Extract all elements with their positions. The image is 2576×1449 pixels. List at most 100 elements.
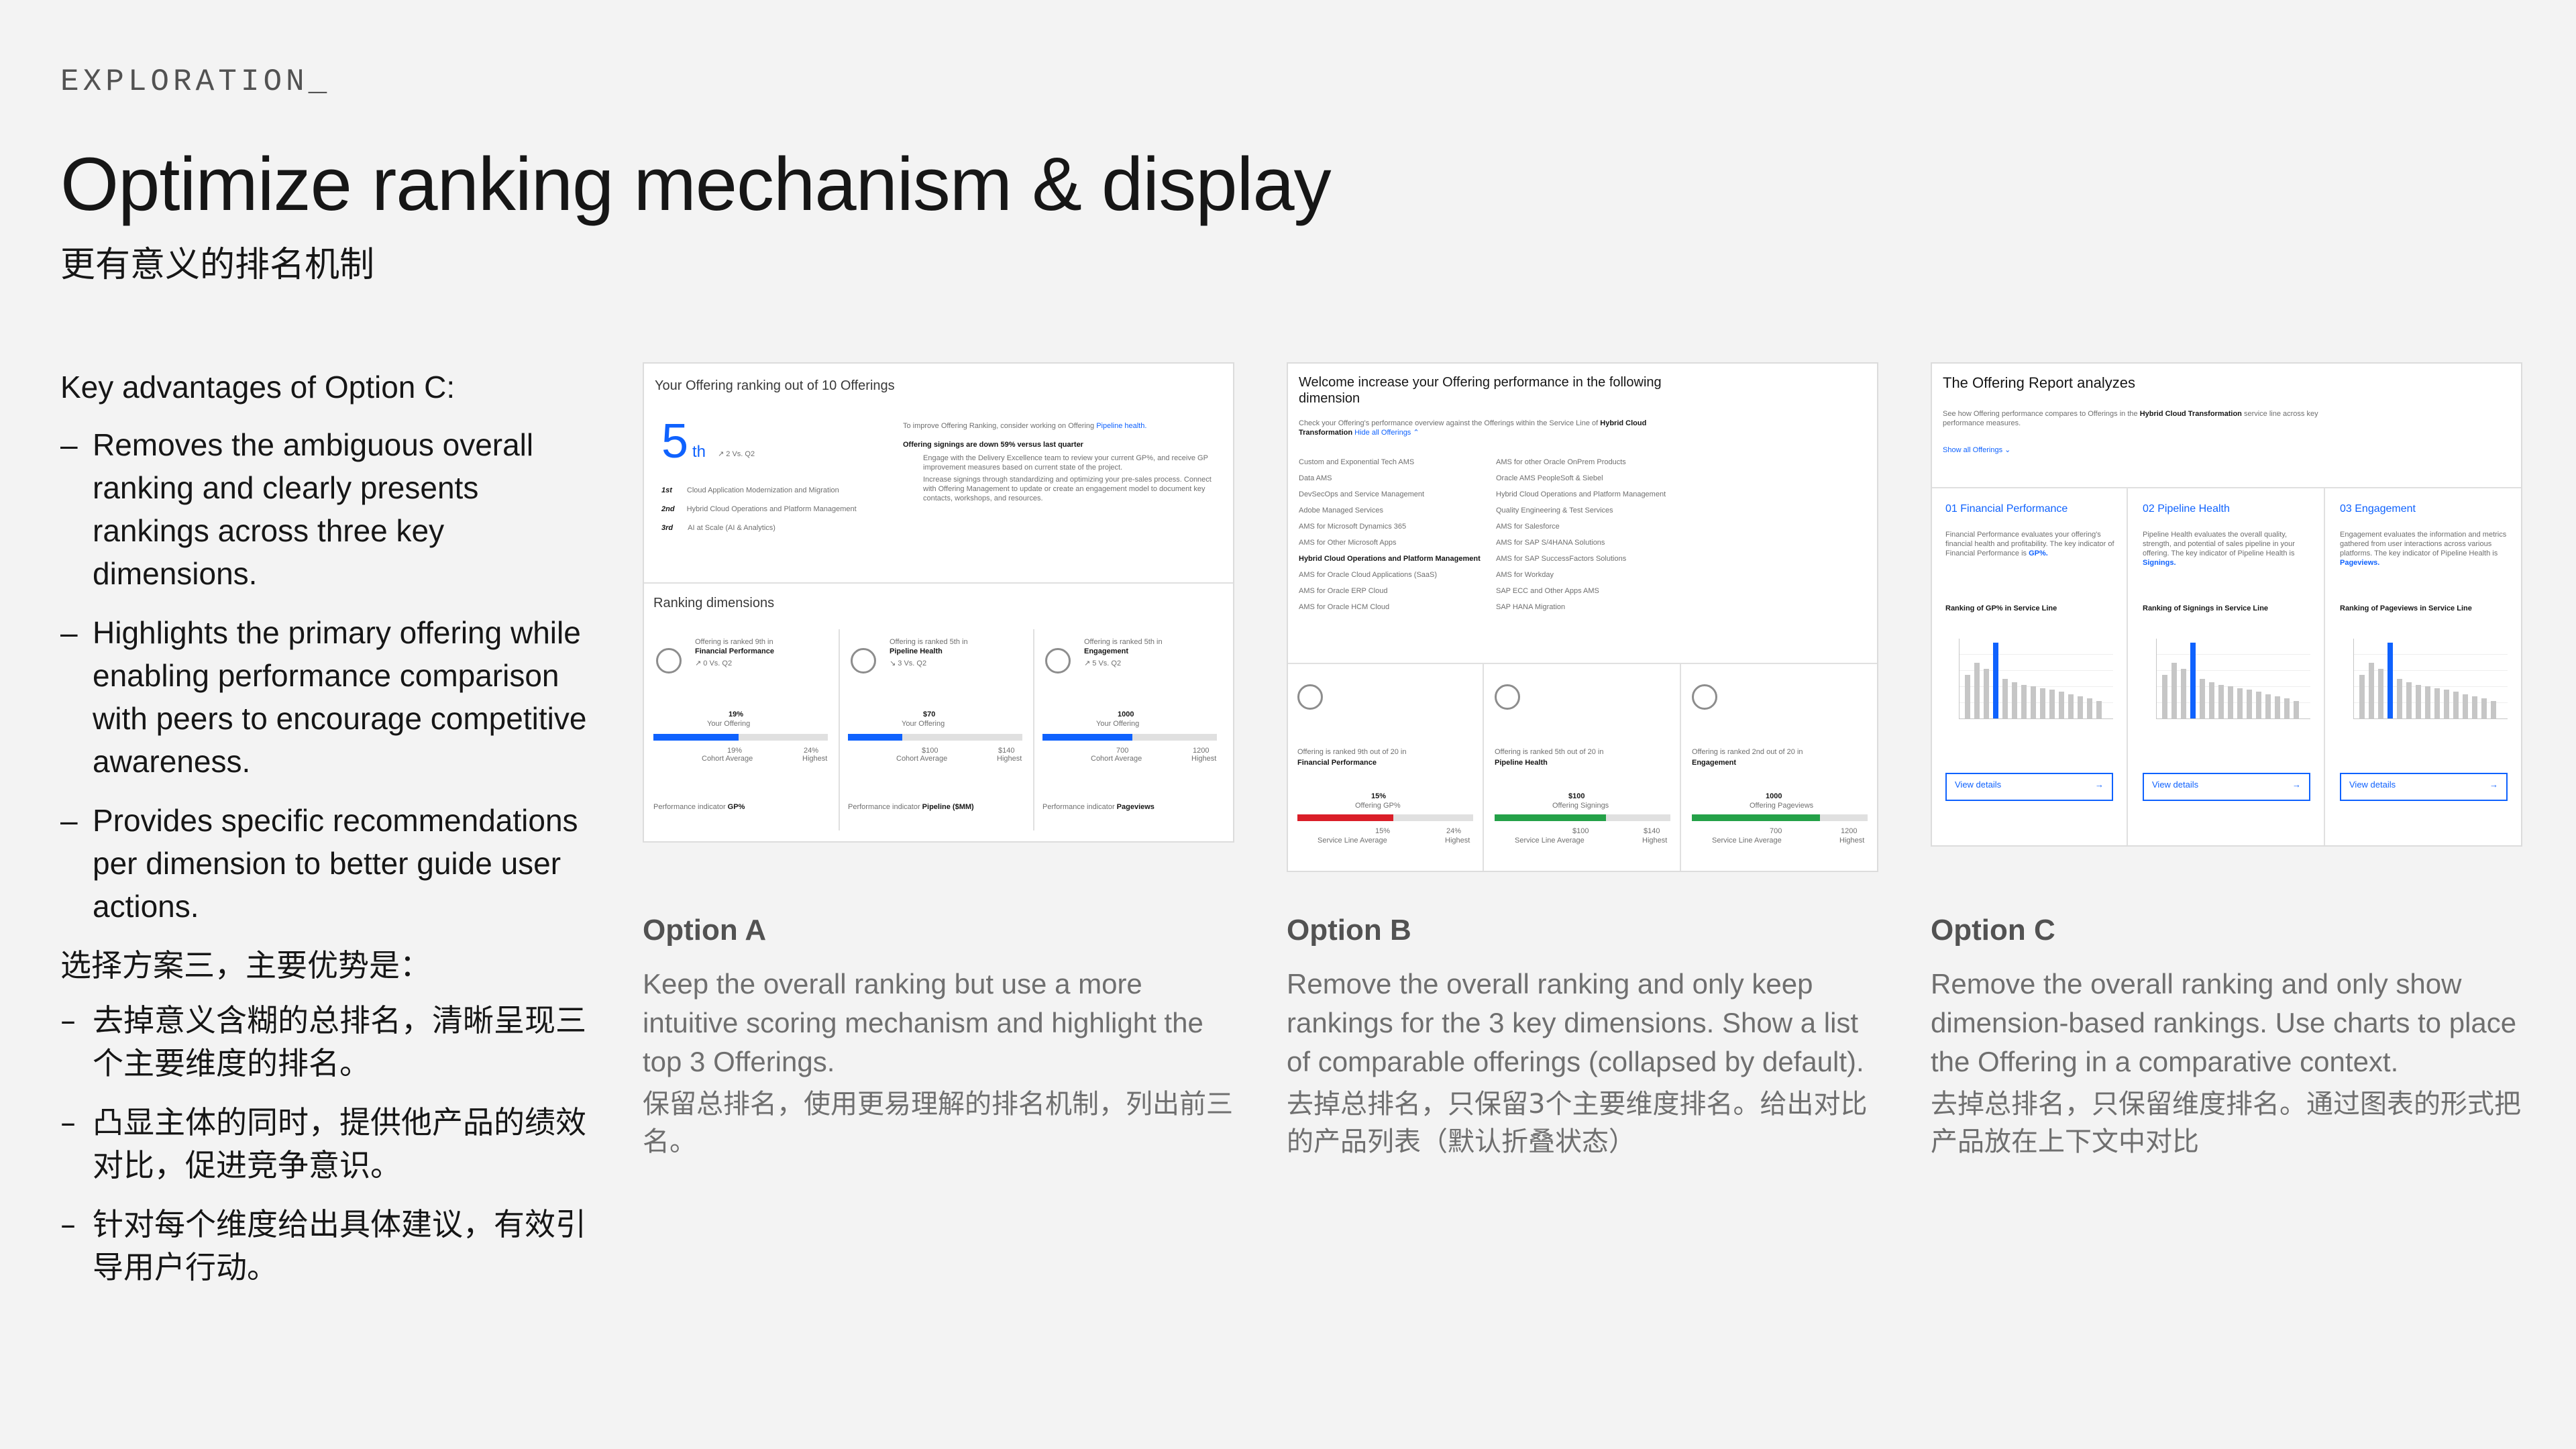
offering-list-item[interactable]: AMS for Microsoft Dynamics 365 [1299,523,1407,531]
dimension-delta: ↗ 5 Vs. Q2 [1084,659,1122,667]
dimension-rank-text: Offering is ranked 5th in [890,638,968,646]
offering-list-item[interactable]: Quality Engineering & Test Services [1496,506,1613,515]
tip-heading: Offering signings are down 59% versus la… [903,441,1083,449]
highest-label: Highest [1445,837,1470,845]
cohort-label: Cohort Average [1091,755,1142,763]
rank-suffix: th [692,443,706,461]
cohort-label: Cohort Average [702,755,753,763]
offering-list-item[interactable]: AMS for Oracle HCM Cloud [1299,603,1390,611]
offering-list-item[interactable]: SAP ECC and Other Apps AMS [1496,587,1599,595]
highest-value: 1200 [1193,747,1210,755]
offering-list-item[interactable]: Adobe Managed Services [1299,506,1383,515]
chart-bar [2397,678,2402,718]
tip-link[interactable]: Pipeline health. [1096,422,1147,430]
show-offerings-link[interactable]: Show all Offerings ⌄ [1943,446,2011,454]
tip-intro: To improve Offering Ranking, consider wo… [903,422,1095,430]
offering-list-item[interactable]: Data AMS [1299,474,1332,482]
offering-list-item[interactable]: AMS for SAP S/4HANA Solutions [1496,539,1605,547]
hide-offerings-link[interactable]: Hide all Offerings ⌃ [1354,429,1419,437]
option-desc-en: Keep the overall ranking but use a more … [643,968,1203,1077]
offering-list-item[interactable]: AMS for Salesforce [1496,523,1560,531]
comparison-bar-fill [1297,814,1393,821]
top-pos: 3rd [661,524,674,532]
chart-bar [2209,682,2214,718]
comparison-bar-fill [653,734,739,741]
option-desc-zh: 去掉总排名，只保留3个主要维度排名。给出对比的产品列表（默认折叠状态） [1287,1089,1868,1157]
average-value: $100 [1572,827,1589,835]
recommendation-panel: To improve Offering Ranking, consider wo… [903,421,1218,503]
chart-bar [2472,696,2477,718]
offering-value-label: Your Offering [707,720,751,728]
highest-label: Highest [1839,837,1865,845]
offering-list-item[interactable]: SAP HANA Migration [1496,603,1566,611]
view-details-button[interactable]: View details→ [2340,773,2508,801]
offering-list-item[interactable]: Custom and Exponential Tech AMS [1299,458,1415,466]
offering-list-item[interactable]: Hybrid Cloud Operations and Platform Man… [1496,490,1666,498]
button-label: View details [1955,780,2002,790]
average-label: Service Line Average [1712,837,1782,845]
chart-bar [2284,698,2290,718]
average-label: Service Line Average [1318,837,1387,845]
panel-description: Financial Performance evaluates your off… [1945,530,2116,558]
offering-list-item[interactable]: DevSecOps and Service Management [1299,490,1425,498]
performance-indicator: Performance indicator GP% [653,802,745,812]
cohort-value: 19% [727,747,743,755]
cohort-value: 700 [1116,747,1129,755]
mock-c-title: The Offering Report analyzes [1943,374,2135,391]
chart-label: Ranking of GP% in Service Line [1945,604,2057,612]
option-b-mockup: Welcome increase your Offering performan… [1287,362,1878,872]
top-name: Hybrid Cloud Operations and Platform Man… [686,505,857,513]
advantages-list-zh: 去掉意义含糊的总排名，清晰呈现三个主要维度的排名。 凸显主体的同时，提供他产品的… [60,999,590,1289]
mock-a-title: Your Offering ranking out of 10 Offering… [655,378,895,393]
offering-list-item[interactable]: Hybrid Cloud Operations and Platform Man… [1299,555,1481,563]
panel-desc-text: Engagement evaluates the information and… [2340,531,2507,557]
offering-list-item[interactable]: AMS for Workday [1496,571,1554,579]
highest-value: 1200 [1841,827,1858,835]
offering-value-label: Your Offering [1096,720,1140,728]
option-a-mockup: Your Offering ranking out of 10 Offering… [643,362,1234,843]
offering-list-item[interactable]: AMS for SAP SuccessFactors Solutions [1496,555,1627,563]
dimension-rank-text: Offering is ranked 5th out of 20 in [1495,748,1604,756]
dimension-rank-text: Offering is ranked 9th in [695,638,773,646]
chart-bar [1974,662,1980,718]
chart-bar [2416,685,2421,718]
chart-bar [2369,662,2374,718]
dimension-rank-text: Offering is ranked 2nd out of 20 in [1692,748,1803,756]
chart-bar [2237,688,2243,718]
arrow-right-icon: → [2292,780,2301,790]
option-desc-en: Remove the overall ranking and only show… [1931,968,2517,1077]
dimension-name: Pipeline Health [1495,759,1548,767]
mini-bar-chart [2156,639,2310,719]
mock-b-title: Welcome increase your Offering performan… [1299,375,1662,406]
dimension-icon [1297,684,1323,710]
comparison-bar [1495,814,1670,821]
chart-label: Ranking of Pageviews in Service Line [2340,604,2472,612]
offering-list-item[interactable]: AMS for Oracle ERP Cloud [1299,587,1388,595]
advantages-list-en: Removes the ambiguous overall ranking an… [60,423,590,928]
offering-list-item[interactable]: AMS for Other Microsoft Apps [1299,539,1397,547]
offering-list-item[interactable]: AMS for Oracle Cloud Applications (SaaS) [1299,571,1438,579]
offering-list-item[interactable]: AMS for other Oracle OnPrem Products [1496,458,1626,466]
view-details-button[interactable]: View details→ [1945,773,2113,801]
dimension-card: Offering is ranked 5th out of 20 in Pipel… [1485,664,1681,871]
option-label: Option B [1287,914,1411,947]
comparison-bar-fill [848,734,902,741]
top-pos: 1st [661,486,672,494]
view-details-button[interactable]: View details→ [2143,773,2310,801]
chart-bar [2491,700,2496,718]
highest-value: 24% [1446,827,1462,835]
panel-title: 01 Financial Performance [1945,503,2068,515]
indicator-label: Performance indicator [653,803,726,811]
advantage-item: Provides specific recommendations per di… [60,799,590,928]
chart-bar [1965,674,1970,718]
indicator-value: Pageviews [1116,803,1155,811]
chart-bar [2087,698,2092,718]
highest-label: Highest [1191,755,1217,763]
offering-list-item[interactable]: Oracle AMS PeopleSoft & Siebel [1496,474,1603,482]
dimension-name: Financial Performance [695,647,774,655]
